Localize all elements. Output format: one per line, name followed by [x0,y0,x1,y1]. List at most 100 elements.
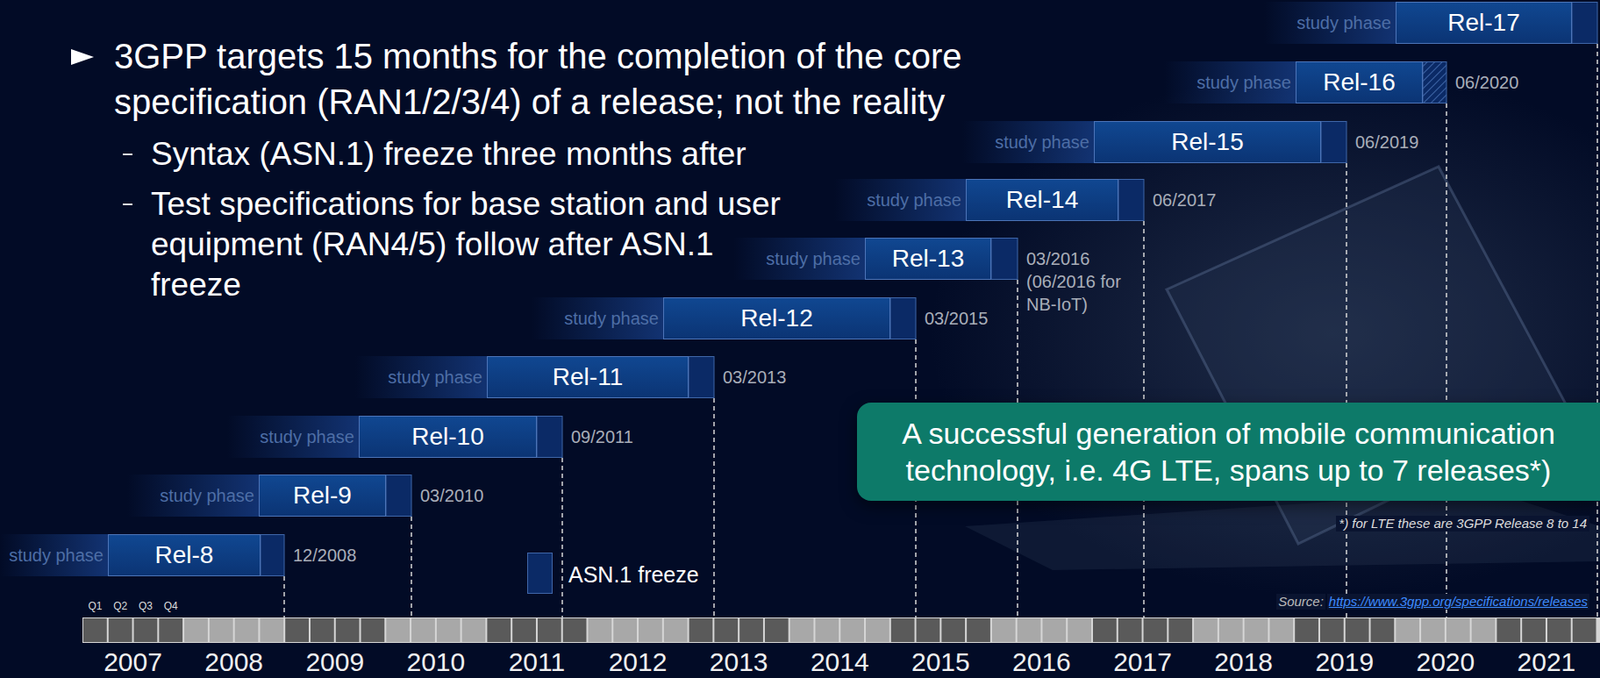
study-phase-label: study phase [387,366,483,388]
year-label: 2018 [1214,646,1273,678]
quarter-cell [966,618,991,643]
quarter-cell [1143,618,1168,643]
legend-text: ASN.1 freeze [568,561,700,588]
study-phase-label: study phase [259,426,355,448]
quarter-cell [1496,618,1521,643]
release-box: Rel-10 [358,415,537,458]
quarter-cell [335,618,360,643]
bullet-text: 3GPP targets 15 months for the completio… [114,33,992,125]
release-box: Rel-17 [1395,1,1572,44]
year-label: 2015 [911,646,971,678]
study-phase-band [531,297,664,340]
study-phase-band [733,237,865,280]
quarter-cell [941,618,965,643]
milestone-line [1445,103,1448,618]
callout-box: A successful generation of mobile commun… [857,402,1600,501]
quarter-cell [259,618,284,643]
quarter-cell [891,618,915,643]
release-label: Rel-15 [1171,127,1243,158]
source-label: Source: [1276,593,1326,610]
release-label: Rel-13 [892,243,965,274]
quarter-cell [1092,618,1117,643]
callout-text: A successful generation of mobile commun… [874,414,1583,489]
freeze-date: 03/2016 [1026,248,1090,270]
year-label: 2011 [508,646,566,678]
asn1-freeze-box [1571,2,1598,44]
year-label: 2019 [1314,646,1374,678]
asn1-freeze-box [385,475,412,517]
hand-illustration [964,491,1600,571]
study-phase-label: study phase [8,544,104,566]
quarter-cell [1446,618,1471,643]
release-label: Rel-16 [1322,67,1395,98]
quarter-cell [1219,618,1243,643]
quarter-cell [184,618,208,643]
freeze-date: 06/2019 [1355,131,1419,153]
quarter-cell [1017,618,1042,643]
quarter-cell [1118,618,1143,643]
year-label: 2020 [1415,646,1475,678]
quarter-cell [285,618,309,643]
quarter-label: Q4 [164,600,179,613]
sub-bullet-text: Test specifications for base station and… [150,184,800,306]
quarter-cell [613,618,637,643]
quarter-cell [134,618,158,643]
quarter-cell [1269,618,1293,643]
asn1-freeze-box [688,357,715,399]
quarter-cell [1521,618,1546,643]
quarter-cell [462,618,486,643]
year-label: 2014 [810,646,870,678]
release-label: Rel-14 [1006,185,1079,215]
study-phase-label: study phase [1196,71,1292,93]
year-label: 2013 [709,646,769,678]
study-phase-band [962,121,1094,164]
year-label: 2017 [1113,646,1172,678]
release-label: Rel-12 [740,303,813,334]
study-phase-band [834,178,966,222]
quarter-cell [361,618,386,643]
axis-bar [82,617,1600,643]
quarter-cell [638,618,663,643]
release-label: Rel-11 [552,362,623,393]
milestone-line [713,398,715,618]
study-phase-label: study phase [866,189,962,211]
quarter-cell [235,618,259,643]
quarter-cell [1168,618,1193,643]
quarter-cell [916,618,941,643]
quarter-cell [1395,618,1420,643]
study-phase-band [1264,1,1396,44]
quarter-cell [411,618,436,643]
source-link: https://www.3gpp.org/specifications/rele… [1327,593,1590,610]
release-box: Rel-16 [1295,61,1423,104]
quarter-cell [1294,618,1319,643]
release-box: Rel-8 [107,534,261,577]
study-phase-label: study phase [564,307,659,329]
quarter-cell [158,618,183,643]
quarter-label: Q2 [113,600,128,613]
quarter-cell [714,618,738,643]
freeze-date: 03/2010 [420,485,484,507]
year-label: 2009 [305,646,365,678]
footnote: *) for LTE these are 3GPP Release 8 to 1… [1335,515,1590,532]
year-label: 2008 [204,646,264,678]
quarter-cell [537,618,562,643]
quarter-cell [1042,618,1066,643]
quarter-cell [1067,618,1092,643]
quarter-cell [814,618,839,643]
quarter-cell [790,618,815,643]
quarter-label: Q1 [87,600,102,613]
milestone-line [1596,43,1599,618]
quarter-cell [1320,618,1344,643]
freeze-date: 12/2008 [292,544,357,566]
year-label: 2012 [608,646,668,678]
quarter-cell [764,618,789,643]
quarter-cell [1371,618,1395,643]
quarter-cell [1547,618,1572,643]
release-box: Rel-13 [864,237,992,280]
quarter-cell [739,618,764,643]
quarter-cell [563,618,587,643]
freeze-date: 03/2013 [722,366,786,388]
quarter-cell [664,618,688,643]
release-box: Rel-15 [1093,121,1322,164]
